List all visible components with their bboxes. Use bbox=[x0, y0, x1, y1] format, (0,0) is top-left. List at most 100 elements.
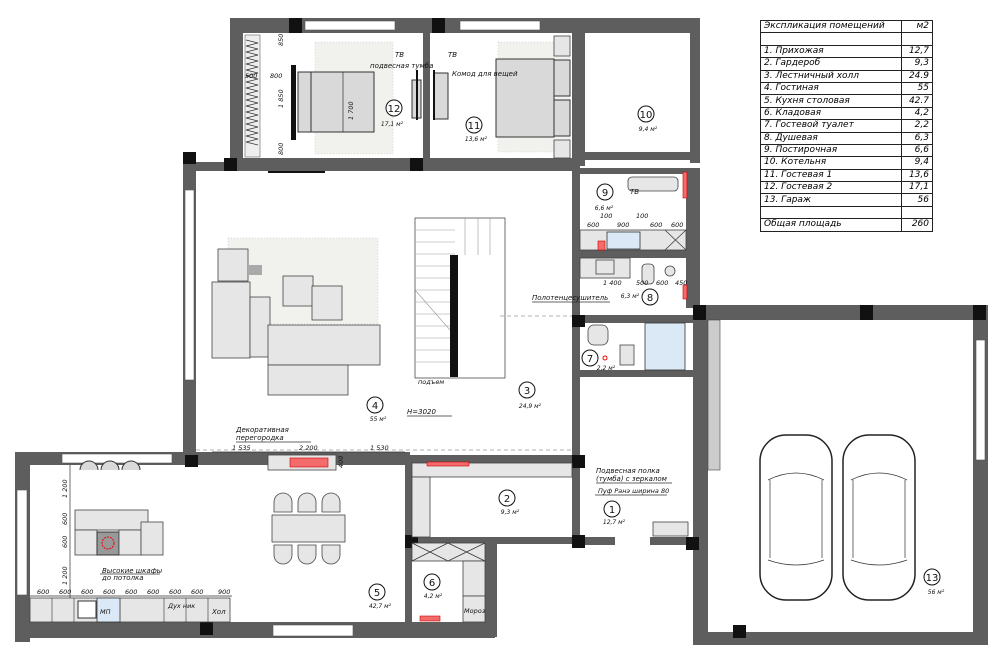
dim: 100 bbox=[600, 212, 612, 220]
room-name: 13. Гараж bbox=[760, 193, 902, 207]
dim: 1 700 bbox=[347, 101, 355, 120]
room-name: 4. Гостиная bbox=[760, 81, 902, 96]
room-5-number: 5 bbox=[374, 588, 380, 599]
total-value: 260 bbox=[901, 218, 933, 232]
dim: 1 530 bbox=[370, 444, 389, 452]
stairs-up-label: подъем bbox=[418, 378, 444, 386]
car-icon bbox=[842, 434, 916, 601]
room-area: 13,6 bbox=[901, 168, 933, 183]
room-name: 7. Гостевой туалет bbox=[760, 119, 902, 133]
room-name: 1. Прихожая bbox=[760, 44, 902, 59]
room-6-area: 4,2 м² bbox=[424, 593, 443, 600]
room-7-area: 2,2 м² bbox=[597, 365, 616, 372]
bedroom-11: 11 13,6 м² ТВ Комод для вещей bbox=[433, 35, 571, 159]
pouf-label: Пуф Ранэ ширина 80 bbox=[598, 487, 669, 495]
entrance-hall-1: 1 12,7 м² Подвесная полка (тумба) с зерк… bbox=[595, 467, 689, 537]
room-1-area: 12,7 м² bbox=[603, 519, 626, 526]
room-11-number: 11 bbox=[468, 121, 481, 132]
room-area: 4,2 bbox=[901, 106, 933, 121]
dim: 600 bbox=[103, 588, 115, 596]
partition-label: перегородка bbox=[236, 434, 284, 442]
room-area: 42.7 bbox=[901, 94, 933, 108]
dim: 900 bbox=[617, 221, 629, 229]
dim: 600 bbox=[81, 588, 93, 596]
room-3-area: 24,9 м² bbox=[519, 403, 542, 410]
table-title: Экспликация помещений bbox=[760, 19, 902, 34]
dim: 1 200 bbox=[61, 566, 69, 585]
garage-13: 13 56 м² bbox=[759, 434, 945, 601]
dim: 1 200 bbox=[61, 479, 69, 498]
room-area: 6,3 bbox=[901, 131, 933, 145]
room-6-number: 6 bbox=[429, 578, 435, 589]
room-name: 6. Кладовая bbox=[760, 106, 902, 121]
room-name: 12. Гостевая 2 bbox=[760, 181, 902, 195]
room-name: 9. Постирочная bbox=[760, 143, 902, 158]
freezer-label: Мороз bbox=[464, 607, 486, 615]
dim: 600 bbox=[61, 536, 69, 548]
room-area: 56 bbox=[901, 193, 933, 207]
room-2-number: 2 bbox=[504, 494, 510, 505]
partition-label: Декоративная bbox=[235, 426, 289, 434]
room-8-number: 8 bbox=[647, 293, 653, 304]
pantry-6: Мороз 6 4,2 м² bbox=[411, 542, 486, 623]
height-label: H=3020 bbox=[407, 408, 436, 416]
room-4-area: 55 м² bbox=[370, 416, 387, 423]
tv-label: ТВ bbox=[630, 188, 639, 196]
dim: 800 bbox=[270, 72, 282, 80]
room-area: 24.9 bbox=[901, 69, 933, 83]
dim: 600 bbox=[169, 588, 181, 596]
room-9-number: 9 bbox=[602, 188, 608, 199]
shelf-label: Подвесная полка bbox=[596, 467, 660, 475]
room-area: 9,4 bbox=[901, 156, 933, 170]
dim: 2 200 bbox=[299, 444, 318, 452]
room-area: 2,2 bbox=[901, 119, 933, 133]
dim: 600 bbox=[37, 588, 49, 596]
wet-rooms: ТВ 9 6,6 м² 100 100 600 900 600 600 1 40… bbox=[532, 171, 687, 372]
mp-label: МП bbox=[100, 608, 111, 616]
oven-label: Дух ник bbox=[167, 602, 195, 610]
room-10-number: 10 bbox=[640, 110, 653, 121]
tv-label: ТВ bbox=[448, 51, 457, 59]
dresser-label: Комод для вещей bbox=[452, 70, 518, 78]
hanging-stand-label: подвесная тумба bbox=[370, 62, 433, 70]
room-9-area: 6,6 м² bbox=[595, 205, 614, 212]
dim: 600 bbox=[671, 221, 683, 229]
room-name: 11. Гостевая 1 bbox=[760, 168, 902, 183]
cabinets-label: до потолка bbox=[101, 574, 144, 582]
dim: 1 850 bbox=[277, 89, 285, 108]
dim: 600 bbox=[656, 279, 668, 287]
dim: 850 bbox=[277, 34, 285, 46]
tv-label: ТВ bbox=[395, 51, 404, 59]
dim: 1 400 bbox=[603, 279, 622, 287]
wardrobe-2: 2 9,3 м² bbox=[411, 461, 573, 538]
dim: 600 bbox=[587, 221, 599, 229]
table-unit: м2 bbox=[901, 19, 933, 34]
cabinets-label: Высокие шкафы bbox=[102, 567, 163, 575]
dim: 600 bbox=[61, 513, 69, 525]
living-room: подъем 4 55 м² H=3020 3 24,9 м² Декорати… bbox=[196, 217, 572, 471]
dim: 900 bbox=[218, 588, 230, 596]
room-10-area: 9,4 м² bbox=[639, 126, 658, 133]
dim: 400 bbox=[337, 456, 345, 468]
total-label: Общая площадь bbox=[760, 218, 902, 232]
dim: 800 bbox=[277, 143, 285, 155]
dim: 600 bbox=[191, 588, 203, 596]
room-7-number: 7 bbox=[587, 354, 593, 365]
boiler-room-10: 10 9,4 м² bbox=[637, 105, 658, 133]
room-11-area: 13,6 м² bbox=[465, 136, 488, 143]
room-8-area: 6,3 м² bbox=[621, 293, 640, 300]
